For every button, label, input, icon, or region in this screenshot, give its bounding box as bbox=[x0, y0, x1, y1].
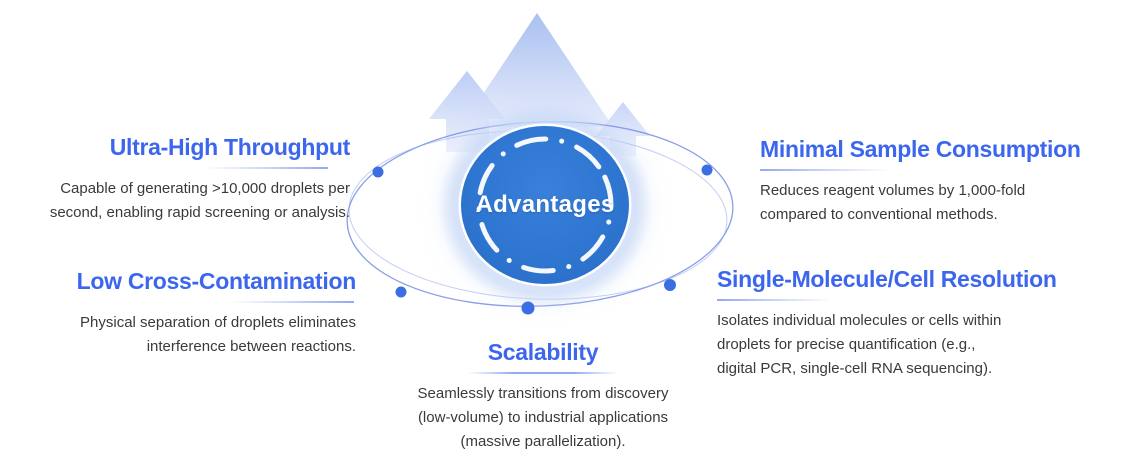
description-line: digital PCR, single-cell RNA sequencing)… bbox=[717, 359, 993, 377]
advantage-single-molecule-cell-resolution: Single-Molecule/Cell Resolution Isolates… bbox=[717, 265, 1127, 381]
advantage-scalability: Scalability Seamlessly transitions from … bbox=[388, 338, 698, 454]
badge-label: Advantages bbox=[475, 191, 615, 218]
description-line: Reduces reagent volumes by 1,000-fold bbox=[760, 181, 1026, 199]
advantages-badge: Advantages bbox=[461, 126, 629, 284]
title-underline bbox=[760, 169, 888, 171]
description-line: Seamlessly transitions from discovery bbox=[417, 384, 669, 402]
advantage-ultra-high-throughput: Ultra-High Throughput Capable of generat… bbox=[0, 133, 350, 225]
advantage-description: Seamlessly transitions from discovery (l… bbox=[388, 382, 698, 454]
advantage-title: Single-Molecule/Cell Resolution bbox=[717, 266, 1057, 292]
title-underline bbox=[717, 299, 831, 301]
advantage-title: Scalability bbox=[487, 339, 599, 365]
advantage-title: Minimal Sample Consumption bbox=[760, 136, 1081, 162]
title-underline bbox=[206, 167, 328, 169]
description-line: (low-volume) to industrial applications bbox=[417, 408, 669, 426]
advantage-title: Ultra-High Throughput bbox=[109, 134, 351, 160]
title-underline bbox=[468, 372, 618, 374]
advantage-description: Isolates individual molecules or cells w… bbox=[717, 309, 1127, 381]
advantage-description: Physical separation of droplets eliminat… bbox=[0, 311, 356, 359]
description-line: droplets for precise quantification (e.g… bbox=[717, 335, 976, 353]
description-line: second, enabling rapid screening or anal… bbox=[49, 203, 350, 221]
up-arrow-right-icon bbox=[596, 102, 650, 156]
description-line: interference between reactions. bbox=[146, 337, 356, 355]
advantage-title: Low Cross-Contamination bbox=[76, 268, 357, 294]
advantage-description: Reduces reagent volumes by 1,000-fold co… bbox=[760, 179, 1130, 227]
advantage-minimal-sample-consumption: Minimal Sample Consumption Reduces reage… bbox=[760, 135, 1130, 227]
description-line: Capable of generating >10,000 droplets p… bbox=[60, 179, 350, 197]
description-line: Physical separation of droplets eliminat… bbox=[80, 313, 356, 331]
description-line: (massive parallelization). bbox=[460, 432, 626, 450]
dashed-ring-icon bbox=[476, 136, 614, 274]
advantage-low-cross-contamination: Low Cross-Contamination Physical separat… bbox=[0, 267, 357, 359]
up-arrow-large-icon bbox=[461, 13, 613, 127]
advantage-description: Capable of generating >10,000 droplets p… bbox=[0, 177, 350, 225]
description-line: compared to conventional methods. bbox=[760, 205, 998, 223]
description-line: Isolates individual molecules or cells w… bbox=[717, 311, 1002, 329]
title-underline bbox=[232, 301, 354, 303]
